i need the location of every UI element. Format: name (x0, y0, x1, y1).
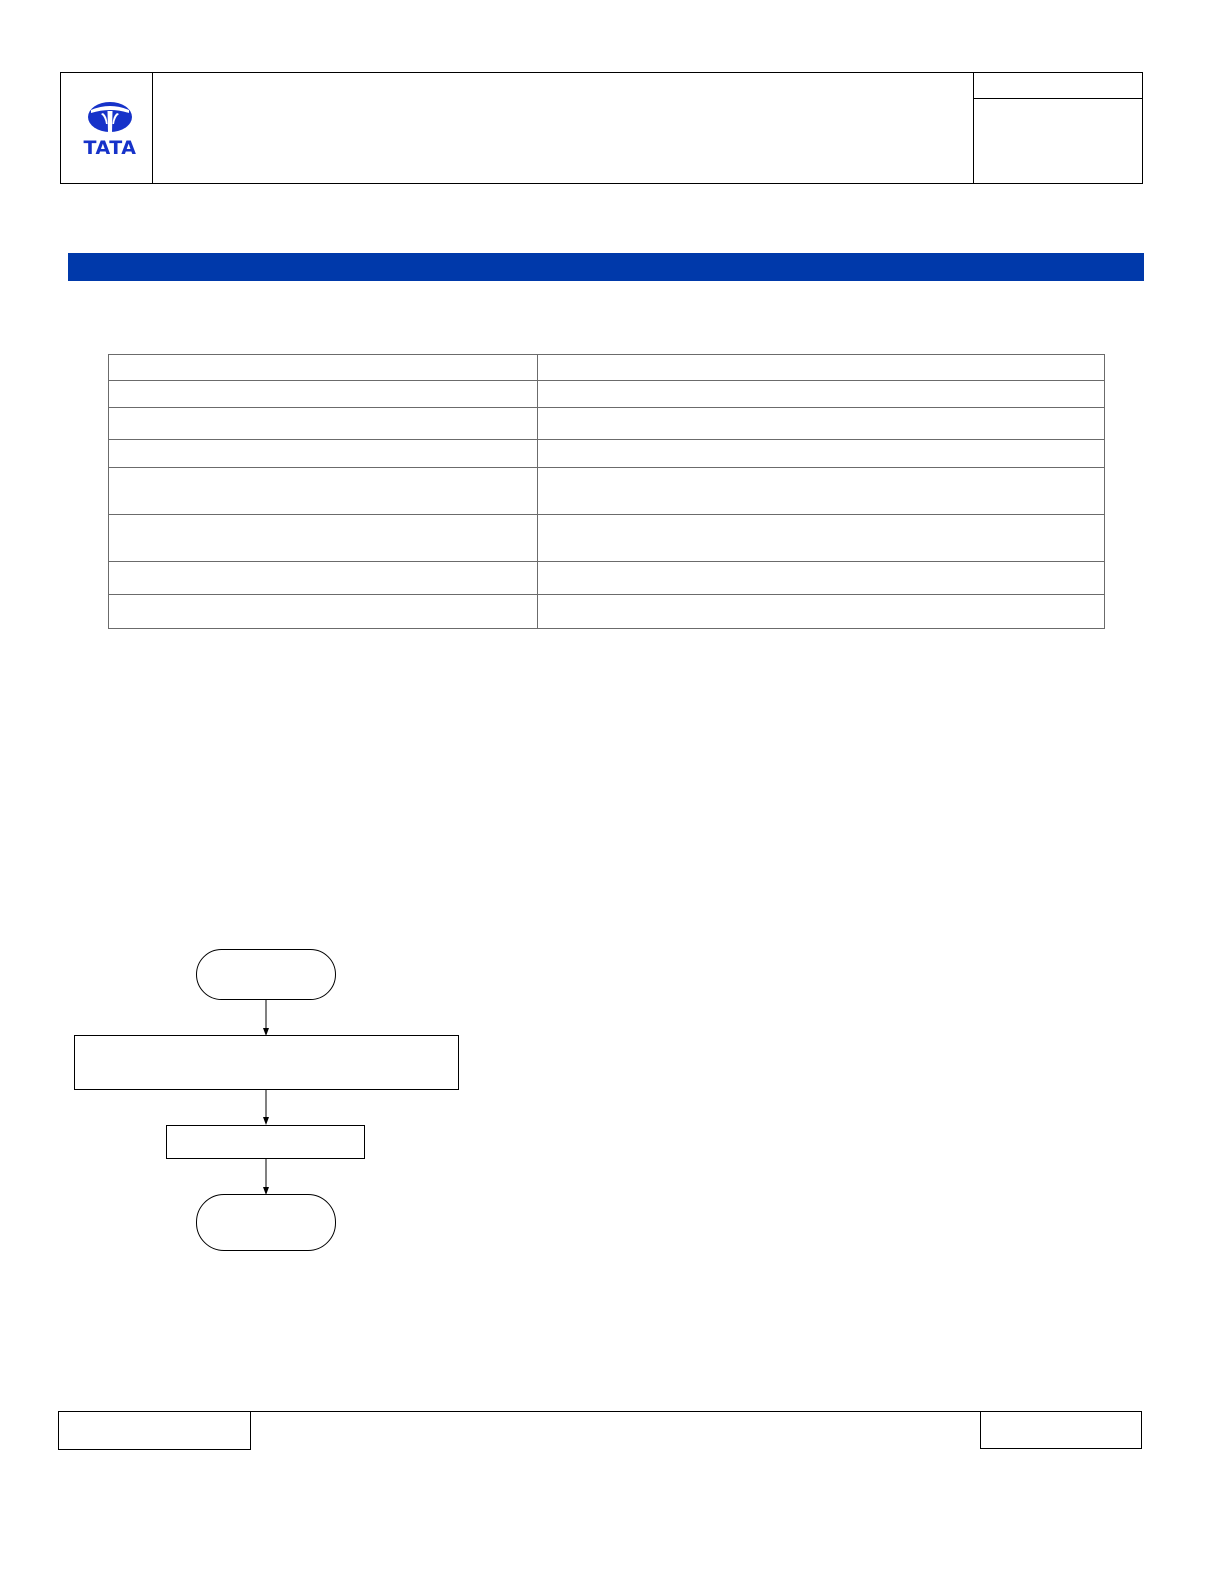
section-title-bar (68, 253, 1144, 281)
table-row (108, 594, 1105, 629)
document-header: TATA (60, 72, 1143, 184)
table-row (108, 514, 1105, 562)
logo-wordmark: TATA (83, 137, 137, 159)
header-info-cell (974, 73, 1142, 183)
header-info-top (974, 73, 1142, 99)
flow-start-terminal (196, 949, 336, 1000)
row-value (537, 407, 1105, 440)
row-value (537, 561, 1105, 595)
row-value (537, 594, 1105, 629)
row-value (537, 380, 1105, 408)
table-row (108, 467, 1105, 515)
header-title-cell (153, 73, 974, 183)
flow-process-step-2 (166, 1125, 365, 1159)
tata-logo-icon (88, 102, 132, 132)
row-label (108, 594, 538, 629)
table-row (108, 561, 1105, 595)
flow-end-terminal (196, 1194, 336, 1251)
footer-left-box (58, 1411, 251, 1450)
table-row (108, 380, 1105, 408)
info-table (108, 354, 1105, 629)
footer-right-box (980, 1411, 1142, 1449)
logo-cell: TATA (61, 73, 153, 183)
row-value (537, 467, 1105, 515)
row-value (537, 354, 1105, 381)
footer-divider (251, 1411, 981, 1412)
flow-process-step-1 (74, 1035, 459, 1090)
